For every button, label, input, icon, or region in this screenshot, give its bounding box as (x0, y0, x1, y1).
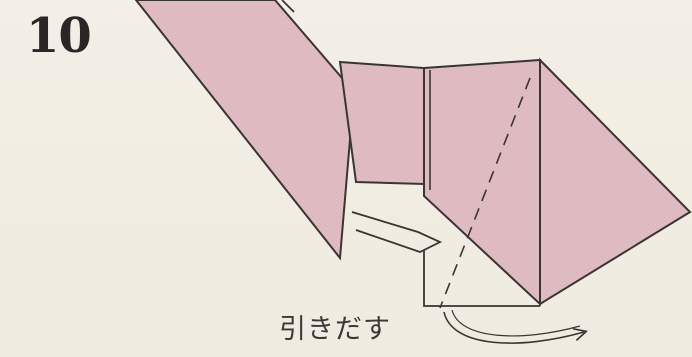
pull-arrow-inner (451, 309, 581, 337)
dashed-crease (439, 77, 531, 309)
neck-flap (134, 0, 356, 261)
body-panel (338, 60, 425, 186)
leg-outline (351, 211, 443, 253)
pocket-outline (423, 250, 540, 307)
step-number: 10 (26, 8, 92, 64)
neck-crease (281, 0, 295, 13)
pull-arrow (443, 311, 584, 344)
tail-flap (539, 57, 692, 306)
instruction-label: 引きだす (279, 314, 391, 345)
